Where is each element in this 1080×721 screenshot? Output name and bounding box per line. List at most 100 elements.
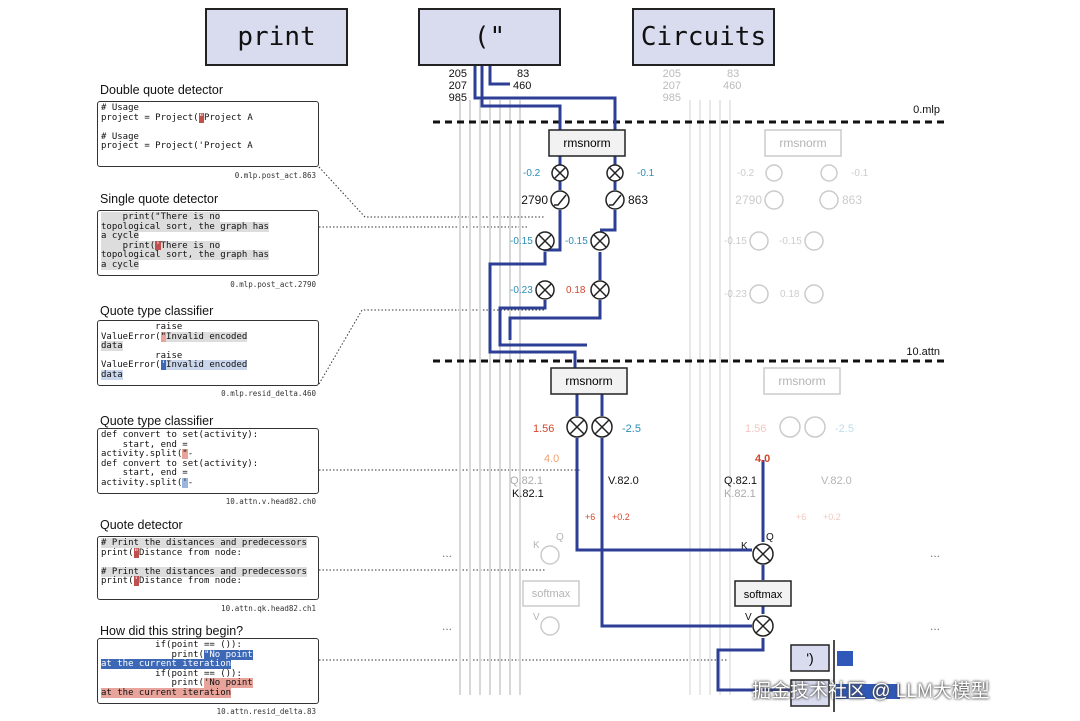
rmsnorm-node-10-attn[interactable]: rmsnorm	[550, 367, 628, 395]
activation-icon	[550, 190, 570, 210]
output-bar	[836, 684, 900, 699]
rmsnorm-label: rmsnorm	[563, 136, 610, 150]
head-label: K.82.1	[724, 488, 756, 500]
activation-label: 2790	[735, 193, 762, 207]
output-token: ')	[790, 640, 900, 712]
input-id: 207	[449, 80, 467, 92]
feature-id: 0.mlp.post_act.863	[234, 171, 316, 180]
head-label: K.82.1	[512, 488, 544, 500]
v-label: V	[745, 612, 752, 623]
svg-text:...: ...	[930, 546, 940, 560]
weight-label: -0.15	[510, 236, 533, 247]
input-id: 460	[513, 80, 531, 92]
weight-label: 0.18	[780, 289, 800, 300]
feature-id: 0.mlp.resid_delta.460	[221, 389, 316, 398]
input-id: 83	[727, 68, 739, 80]
input-id: 205	[663, 68, 681, 80]
activation-label: 863	[628, 193, 648, 207]
svg-text:...: ...	[442, 619, 452, 633]
q-label: Q	[766, 532, 774, 543]
weight-label: -0.23	[510, 285, 533, 296]
layer-label-10-attn: 10.attn	[906, 346, 940, 358]
feature-example-quote-type-attn: def convert to set(activity): start, end…	[97, 428, 319, 494]
weight-label: +0.2	[823, 512, 841, 522]
weight-label: -0.23	[724, 289, 747, 300]
input-id: 83	[517, 68, 529, 80]
weight-label: -0.2	[737, 168, 755, 179]
feature-title-string-begin: How did this string begin?	[100, 624, 244, 638]
head-label: V.82.0	[608, 475, 639, 487]
weight-label: -0.1	[637, 168, 655, 179]
token-open-quote: ("	[418, 8, 561, 66]
softmax-label: softmax	[532, 588, 571, 600]
head-label: V.82.0	[821, 475, 852, 487]
svg-text:...: ...	[442, 546, 452, 560]
v-node[interactable]	[752, 615, 774, 637]
weight-label: -0.15	[724, 236, 747, 247]
input-id: 460	[723, 80, 741, 92]
input-id: 207	[663, 80, 681, 92]
token-print: print	[205, 8, 348, 66]
rmsnorm-label: rmsnorm	[779, 136, 826, 150]
feature-title-double-quote: Double quote detector	[100, 83, 224, 97]
head-label: Q.82.1	[724, 475, 757, 487]
weight-label: -0.1	[851, 168, 869, 179]
svg-text:...: ...	[930, 619, 940, 633]
input-ids-faded: 205 207 985 83 460	[663, 68, 742, 104]
weight-label: +6	[585, 512, 595, 522]
connector-quote-type	[318, 309, 545, 385]
input-id: 985	[449, 92, 467, 104]
feature-example-quote-detector: # Print the distances and predecessors p…	[97, 536, 319, 600]
weight-label: 0.18	[566, 285, 586, 296]
softmax-node[interactable]: softmax	[734, 580, 792, 607]
residual-lines-right	[689, 100, 731, 695]
weight-label: -2.5	[835, 423, 854, 435]
activation-label: 863	[842, 193, 862, 207]
weight-label: -0.15	[779, 236, 802, 247]
feature-example-string-begin: if(point == ()): print("No point at the …	[97, 638, 319, 704]
feature-example-single-quote: print("There is no topological sort, the…	[97, 210, 319, 276]
weight-label: -0.2	[523, 168, 541, 179]
feature-id: 0.mlp.post_act.2790	[230, 280, 316, 289]
weights-0: -0.2 -0.1 2790 863 -0.15 -0.15 -0.23 0.1…	[510, 168, 655, 296]
rmsnorm-label: rmsnorm	[565, 374, 612, 388]
faded-attention-left: K Q softmax V	[522, 532, 580, 636]
circuit-path	[473, 66, 790, 692]
v-label: V	[533, 612, 540, 623]
kq-node[interactable]	[752, 543, 774, 565]
softmax-label: softmax	[744, 589, 783, 601]
feature-example-quote-type: raise ValueError("Invalid encoded data r…	[97, 320, 319, 386]
multiply-nodes-0	[535, 164, 625, 300]
k-label: K	[533, 540, 540, 551]
input-id: 985	[663, 92, 681, 104]
input-id: 205	[449, 68, 467, 80]
rmsnorm-label: rmsnorm	[778, 374, 825, 388]
multiply-glyphs	[538, 166, 622, 297]
residual-lines-left	[459, 100, 521, 695]
feature-id: 10.attn.qk.head82.ch1	[221, 604, 316, 613]
feature-title-quote-type-attn: Quote type classifier	[100, 414, 214, 428]
layer-label-0-mlp: 0.mlp	[913, 104, 940, 116]
weight-label: -0.15	[565, 236, 588, 247]
activation-icon	[605, 190, 625, 210]
feature-title-single-quote: Single quote detector	[100, 192, 219, 206]
connector-double-quote	[318, 166, 545, 218]
weight-label: 1.56	[533, 423, 554, 435]
multiply-nodes-10	[566, 416, 613, 438]
head-label: Q.82.1	[510, 475, 543, 487]
input-ids-left: 205 207 985 83 460	[449, 68, 532, 104]
weight-label: 1.56	[745, 423, 766, 435]
qkv-labels-left: Q.82.1 K.82.1 V.82.0 +6 +0.2	[510, 475, 639, 522]
feature-id: 10.attn.v.head82.ch0	[225, 497, 316, 506]
weight-label: 4.0	[544, 453, 559, 465]
weight-label: +0.2	[612, 512, 630, 522]
weight-label: -2.5	[622, 423, 641, 435]
rmsnorm-node-0-mlp[interactable]: rmsnorm	[548, 129, 626, 157]
q-label: Q	[556, 532, 564, 543]
feature-example-double-quote: # Usage project = Project("Project A # U…	[97, 101, 319, 167]
watermark: 掘金技术社区 @ LLM大模型	[752, 681, 990, 702]
k-label: K	[741, 541, 748, 552]
token-circuits: Circuits	[632, 8, 775, 66]
weight-label: 4.0	[755, 453, 770, 465]
